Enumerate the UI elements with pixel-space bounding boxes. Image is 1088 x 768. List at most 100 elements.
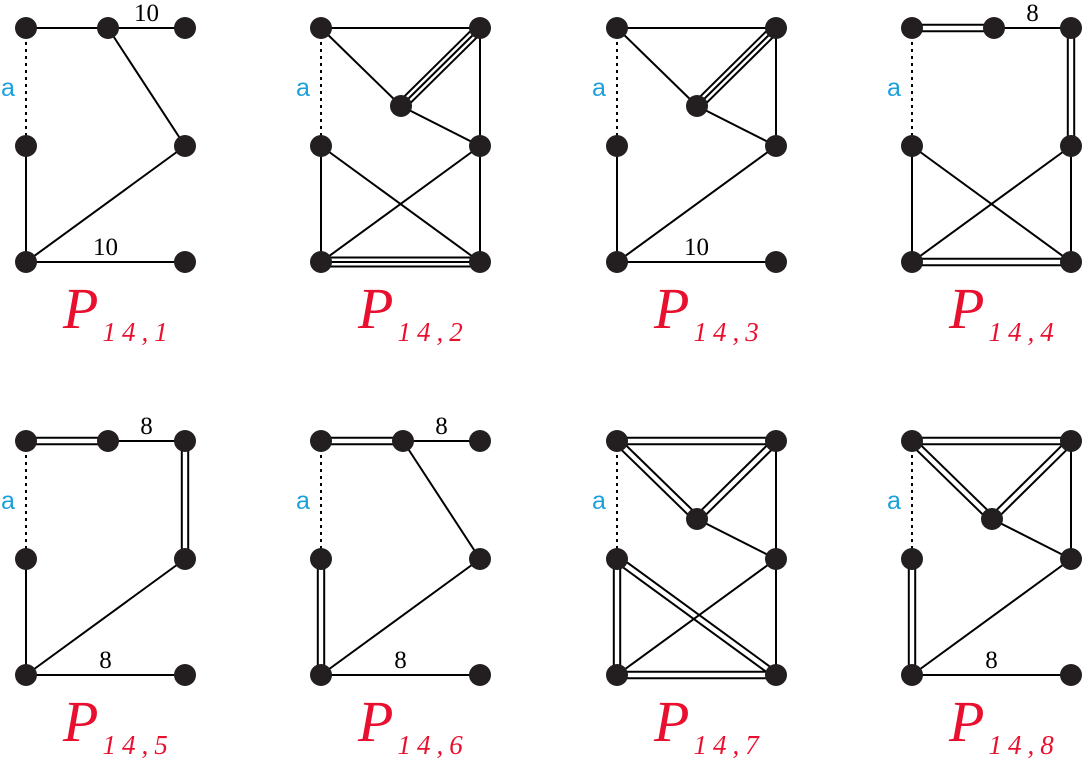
vertex: [765, 548, 787, 570]
vertex: [606, 135, 628, 157]
vertex: [606, 430, 628, 452]
vertex: [469, 548, 491, 570]
edge-double: [913, 437, 995, 518]
vertex: [97, 430, 119, 452]
edge-weight-label: 8: [99, 647, 112, 674]
edge-triple: [400, 27, 481, 107]
vertex: [469, 251, 491, 273]
edge-single: [696, 518, 777, 560]
edge-weight-label: 8: [435, 413, 448, 440]
edge-single: [991, 518, 1072, 560]
vertex: [981, 508, 1003, 530]
vertex: [469, 430, 491, 452]
vertex: [901, 17, 923, 39]
dashed-edge-label: a: [887, 487, 901, 515]
edge-weight-label: 8: [985, 647, 998, 674]
vertex: [15, 664, 37, 686]
vertex: [310, 17, 332, 39]
vertex: [606, 548, 628, 570]
vertex: [310, 251, 332, 273]
vertex: [765, 135, 787, 157]
edge-double: [989, 438, 1070, 518]
vertex: [469, 135, 491, 157]
vertex: [686, 95, 708, 117]
vertex: [901, 251, 923, 273]
vertex: [901, 664, 923, 686]
edge-single: [320, 145, 481, 263]
edge-single: [616, 145, 777, 263]
edge-single: [402, 440, 481, 560]
edge-single: [320, 27, 402, 107]
edge-single: [25, 558, 186, 676]
edge-double: [909, 442, 991, 523]
vertex: [174, 135, 196, 157]
edge-single: [616, 558, 777, 676]
vertex: [901, 548, 923, 570]
vertex: [310, 548, 332, 570]
edge-single: [911, 145, 1072, 263]
vertex: [15, 548, 37, 570]
vertex: [765, 251, 787, 273]
edge-double: [698, 442, 779, 522]
vertex: [765, 17, 787, 39]
vertex: [1060, 251, 1082, 273]
edge-double: [614, 442, 696, 523]
vertex: [901, 430, 923, 452]
edge-single: [911, 558, 1072, 676]
edge-triple: [397, 24, 478, 104]
vertex: [15, 135, 37, 157]
vertex: [469, 664, 491, 686]
edge-triple: [693, 24, 774, 104]
vertex: [15, 430, 37, 452]
dashed-edge-label: a: [887, 74, 901, 102]
vertex: [310, 430, 332, 452]
edge-single: [107, 27, 186, 147]
vertex: [765, 430, 787, 452]
edge-weight-label: 8: [394, 647, 407, 674]
edge-triple: [696, 27, 777, 107]
edge-double: [694, 438, 775, 518]
vertex: [469, 17, 491, 39]
vertex: [606, 17, 628, 39]
dashed-edge-label: a: [592, 74, 606, 102]
edge-weight-label: 10: [684, 234, 709, 261]
edge-triple: [403, 30, 484, 110]
vertex: [765, 664, 787, 686]
edge-double: [618, 437, 700, 518]
vertex: [1060, 17, 1082, 39]
vertex: [390, 95, 412, 117]
edge-single: [616, 27, 698, 107]
edge-single: [25, 145, 186, 263]
vertex: [174, 17, 196, 39]
edge-weight-label: 10: [93, 234, 118, 261]
edge-single: [696, 105, 777, 147]
vertex: [686, 508, 708, 530]
vertex: [983, 17, 1005, 39]
edge-weight-label: 8: [1026, 0, 1039, 27]
edge-weight-label: 8: [140, 413, 153, 440]
vertex: [1060, 430, 1082, 452]
vertex: [15, 17, 37, 39]
edge-single: [400, 105, 481, 147]
vertex: [1060, 548, 1082, 570]
vertex: [15, 251, 37, 273]
vertex: [1060, 664, 1082, 686]
vertex: [392, 430, 414, 452]
dashed-edge-label: a: [296, 487, 310, 515]
vertex: [310, 664, 332, 686]
edge-double: [993, 442, 1074, 522]
